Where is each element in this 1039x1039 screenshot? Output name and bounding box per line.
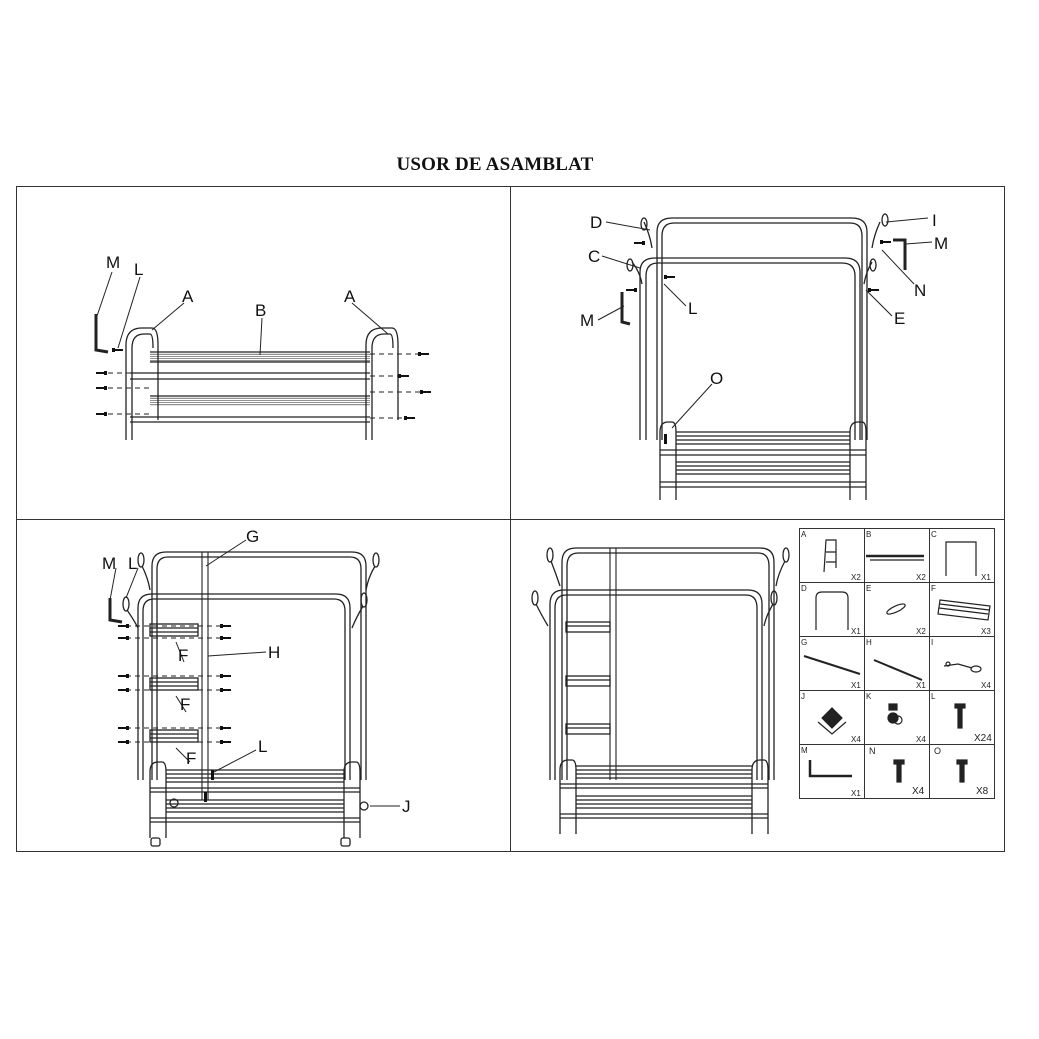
screw-icon (893, 759, 905, 783)
u-frame-icon (945, 541, 977, 576)
part-letter: F (931, 584, 936, 593)
step3-diagram (108, 539, 400, 847)
step2-label-o: O (710, 369, 723, 388)
step3-screws (118, 624, 231, 802)
part-letter: L (931, 692, 936, 701)
part-qty: X4 (851, 735, 861, 744)
part-qty: X1 (851, 789, 861, 798)
part-letter: M (801, 746, 808, 755)
part-qty: X2 (851, 573, 861, 582)
step3-label-l-top: L (128, 554, 137, 573)
hook-pin-icon (886, 603, 906, 615)
step3-label-f1: F (178, 646, 188, 665)
part-qty: X4 (916, 735, 926, 744)
step2-diagram (597, 213, 933, 500)
step3-label-g: G (246, 527, 259, 546)
part-letter: B (866, 530, 871, 539)
part-letter: J (801, 692, 805, 701)
page-title: USOR DE ASAMBLAT (396, 154, 594, 175)
step1-label-b: B (255, 301, 266, 320)
allen-key-icon (808, 760, 852, 778)
part-letter: O (934, 746, 941, 756)
screw-icon (956, 759, 968, 783)
part-letter: C (931, 530, 937, 539)
part-letter: I (931, 638, 933, 647)
part-qty: X1 (916, 681, 926, 690)
step2-label-l: L (688, 299, 697, 318)
step4-diagram (531, 547, 790, 834)
step1-diagram (94, 271, 420, 440)
part-qty: X2 (916, 573, 926, 582)
step2-label-i: I (932, 211, 937, 230)
small-shelf-icon (937, 599, 991, 621)
part-qty: X2 (916, 627, 926, 636)
step2-screws (626, 240, 891, 444)
part-letter: A (801, 530, 807, 539)
short-rod-icon (873, 659, 923, 681)
part-letter: D (801, 584, 807, 593)
part-qty: X4 (981, 681, 991, 690)
step2-label-m-right: M (934, 234, 948, 253)
step2-label-c: C (588, 247, 600, 266)
shelf-bar-icon (866, 554, 924, 561)
step2-label-m-left: M (580, 311, 594, 330)
part-letter: K (866, 692, 872, 701)
step2-label-d: D (590, 213, 602, 232)
part-qty: X3 (981, 627, 991, 636)
hook-icon (943, 661, 982, 673)
step3-label-h: H (268, 643, 280, 662)
step1-label-a-right: A (344, 287, 356, 306)
screw-icon (954, 703, 966, 729)
part-qty: X4 (912, 786, 925, 797)
part-letter: H (866, 638, 872, 647)
step3-label-l-bottom: L (258, 737, 267, 756)
step1-label-m: M (106, 253, 120, 272)
step3-label-f2: F (180, 695, 190, 714)
part-letter: N (869, 746, 876, 756)
part-qty: X8 (976, 786, 989, 797)
step1-label-a-left: A (182, 287, 194, 306)
corner-bracket-icon (817, 707, 847, 735)
part-qty: X1 (981, 573, 991, 582)
part-letter: E (866, 584, 871, 593)
parts-table (799, 528, 995, 799)
u-frame-icon (815, 591, 849, 630)
part-letter: G (801, 638, 807, 647)
step2-label-n: N (914, 281, 926, 300)
part-qty: X1 (851, 627, 861, 636)
step3-label-f3: F (186, 749, 196, 768)
step3-label-j: J (402, 797, 411, 816)
caster-wheel-icon (887, 703, 903, 725)
step2-label-e: E (894, 309, 905, 328)
long-rod-icon (803, 655, 861, 675)
step1-label-l: L (134, 260, 143, 279)
part-qty: X1 (851, 681, 861, 690)
step3-label-m: M (102, 554, 116, 573)
part-qty: X24 (974, 733, 992, 744)
side-frame-icon (823, 539, 837, 573)
